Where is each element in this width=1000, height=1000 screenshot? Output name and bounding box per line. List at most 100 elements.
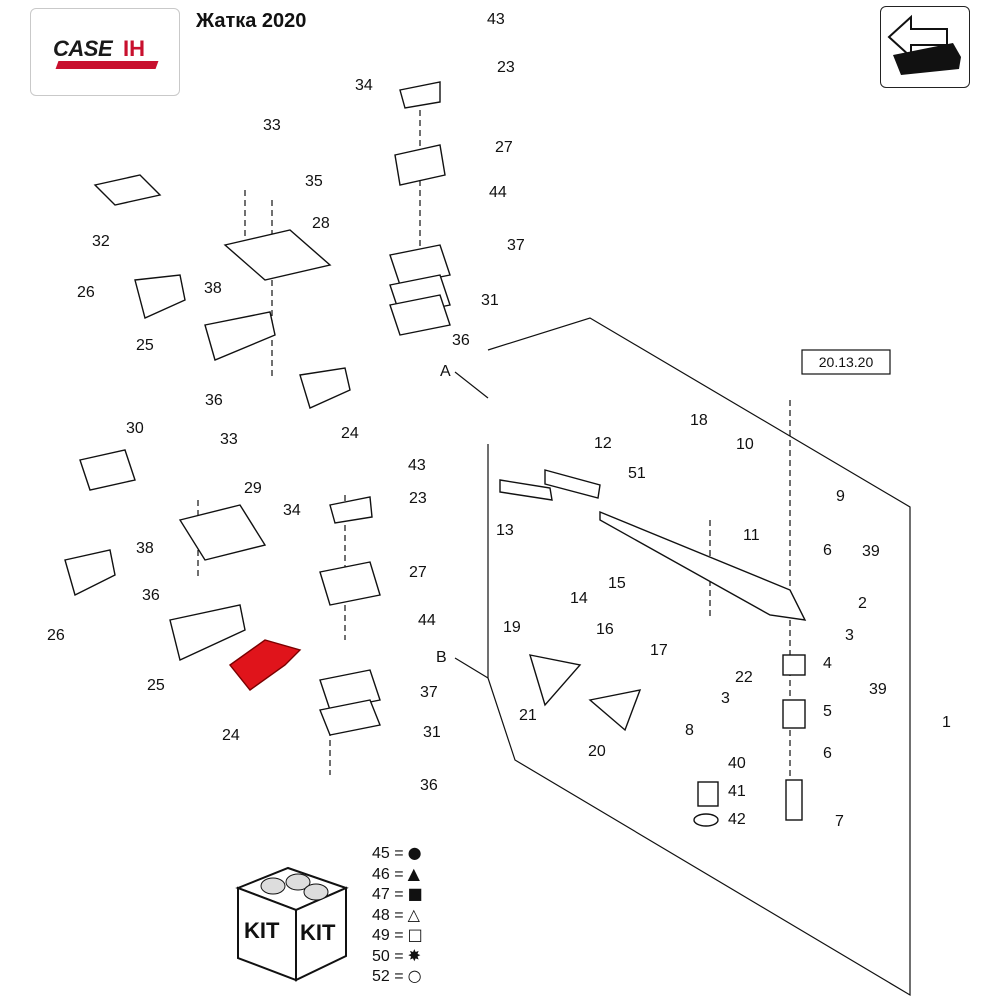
part-21-shape [528, 654, 582, 707]
callout-34[interactable]: 34 [283, 502, 301, 519]
legend-row: 48 =△ [372, 905, 452, 926]
callout-41[interactable]: 41 [728, 783, 746, 800]
part-31b-shape [389, 294, 451, 336]
callout-30[interactable]: 30 [126, 420, 144, 437]
part-4-shape [782, 654, 806, 676]
part-37b-shape [319, 669, 381, 711]
part-29-shape [178, 504, 267, 561]
kit-label-right: KIT [300, 920, 336, 945]
part-13-shape [499, 479, 553, 501]
callout-22[interactable]: 22 [735, 669, 753, 686]
callout-31[interactable]: 31 [481, 292, 499, 309]
reference-box[interactable] [801, 349, 891, 375]
part-25b-shape [169, 604, 246, 661]
callout-44[interactable]: 44 [418, 612, 436, 629]
callout-42[interactable]: 42 [728, 811, 746, 828]
part-5-shape [782, 699, 806, 729]
callout-27[interactable]: 27 [495, 139, 513, 156]
callout-43[interactable]: 43 [408, 457, 426, 474]
legend-code: 45 = [372, 845, 404, 862]
kit-label-left: KIT [244, 918, 280, 943]
nav-back-button[interactable] [880, 6, 970, 88]
callout-38[interactable]: 38 [204, 280, 222, 297]
legend-code: 52 = [372, 968, 404, 985]
callout-40[interactable]: 40 [728, 755, 746, 772]
callout-8[interactable]: 8 [685, 722, 694, 739]
part-26b-shape [64, 549, 116, 597]
callout-51[interactable]: 51 [628, 465, 646, 482]
part-7-shape [785, 779, 803, 821]
callout-39[interactable]: 39 [862, 543, 880, 560]
callout-3[interactable]: 3 [721, 690, 730, 707]
legend-code: 46 = [372, 865, 404, 883]
callout-36[interactable]: 36 [420, 777, 438, 794]
callout-25[interactable]: 25 [136, 337, 154, 354]
part-41-shape [697, 781, 719, 807]
callout-18[interactable]: 18 [690, 412, 708, 429]
callout-4[interactable]: 4 [823, 655, 832, 672]
callout-3[interactable]: 3 [845, 627, 854, 644]
part-25-shape [204, 311, 276, 361]
callout-2[interactable]: 2 [858, 595, 867, 612]
part-27b-shape [319, 561, 381, 606]
logo-text: CASE [53, 36, 113, 61]
callout-14[interactable]: 14 [570, 590, 588, 607]
callout-15[interactable]: 15 [608, 575, 626, 592]
callout-33[interactable]: 33 [220, 431, 238, 448]
callout-33[interactable]: 33 [263, 117, 281, 134]
callout-5[interactable]: 5 [823, 703, 832, 720]
callout-31[interactable]: 31 [423, 724, 441, 741]
part-27-shape [394, 144, 446, 186]
callout-7[interactable]: 7 [835, 813, 844, 830]
legend-code: 49 = [372, 927, 404, 944]
callout-36[interactable]: 36 [205, 392, 223, 409]
legend-code: 50 = [372, 947, 404, 965]
callout-44[interactable]: 44 [489, 184, 507, 201]
callout-32[interactable]: 32 [92, 233, 110, 250]
callout-23[interactable]: 23 [409, 490, 427, 507]
callout-37[interactable]: 37 [420, 684, 438, 701]
callout-9[interactable]: 9 [836, 488, 845, 505]
callout-28[interactable]: 28 [312, 215, 330, 232]
callout-21[interactable]: 21 [519, 707, 537, 724]
callout-27[interactable]: 27 [409, 564, 427, 581]
section-label-a: A [440, 363, 451, 380]
callout-43[interactable]: 43 [487, 11, 505, 28]
callout-19[interactable]: 19 [503, 619, 521, 636]
callout-25[interactable]: 25 [147, 677, 165, 694]
callout-37[interactable]: 37 [507, 237, 525, 254]
section-label-b: B [436, 649, 447, 666]
part-24-highlight-shape[interactable] [228, 639, 302, 691]
callout-38[interactable]: 38 [136, 540, 154, 557]
callout-36[interactable]: 36 [452, 332, 470, 349]
callout-35[interactable]: 35 [305, 173, 323, 190]
callout-24[interactable]: 24 [222, 727, 240, 744]
callout-13[interactable]: 13 [496, 522, 514, 539]
callout-36[interactable]: 36 [142, 587, 160, 604]
callout-26[interactable]: 26 [47, 627, 65, 644]
callout-10[interactable]: 10 [736, 436, 754, 453]
callout-39[interactable]: 39 [869, 681, 887, 698]
part-42-shape [693, 813, 719, 827]
callout-20[interactable]: 20 [588, 743, 606, 760]
reference-label: 20.13.20 [819, 354, 874, 370]
legend-code: 47 = [372, 886, 404, 903]
brand-mark: IH [123, 36, 145, 61]
callout-17[interactable]: 17 [650, 642, 668, 659]
callout-11[interactable]: 11 [743, 527, 760, 544]
brand-logo: CASE IH [30, 8, 180, 96]
callout-29[interactable]: 29 [244, 480, 262, 497]
callout-34[interactable]: 34 [355, 77, 373, 94]
callout-1[interactable]: 1 [942, 714, 951, 731]
callout-6[interactable]: 6 [823, 745, 832, 762]
callout-24[interactable]: 24 [341, 425, 359, 442]
callout-12[interactable]: 12 [594, 435, 612, 452]
callout-16[interactable]: 16 [596, 621, 614, 638]
part-23-shape [399, 81, 441, 109]
callout-6[interactable]: 6 [823, 542, 832, 559]
legend-row: 50 =✸ [372, 946, 452, 967]
callout-23[interactable]: 23 [497, 59, 515, 76]
callout-26[interactable]: 26 [77, 284, 95, 301]
part-31c-shape [319, 699, 381, 736]
